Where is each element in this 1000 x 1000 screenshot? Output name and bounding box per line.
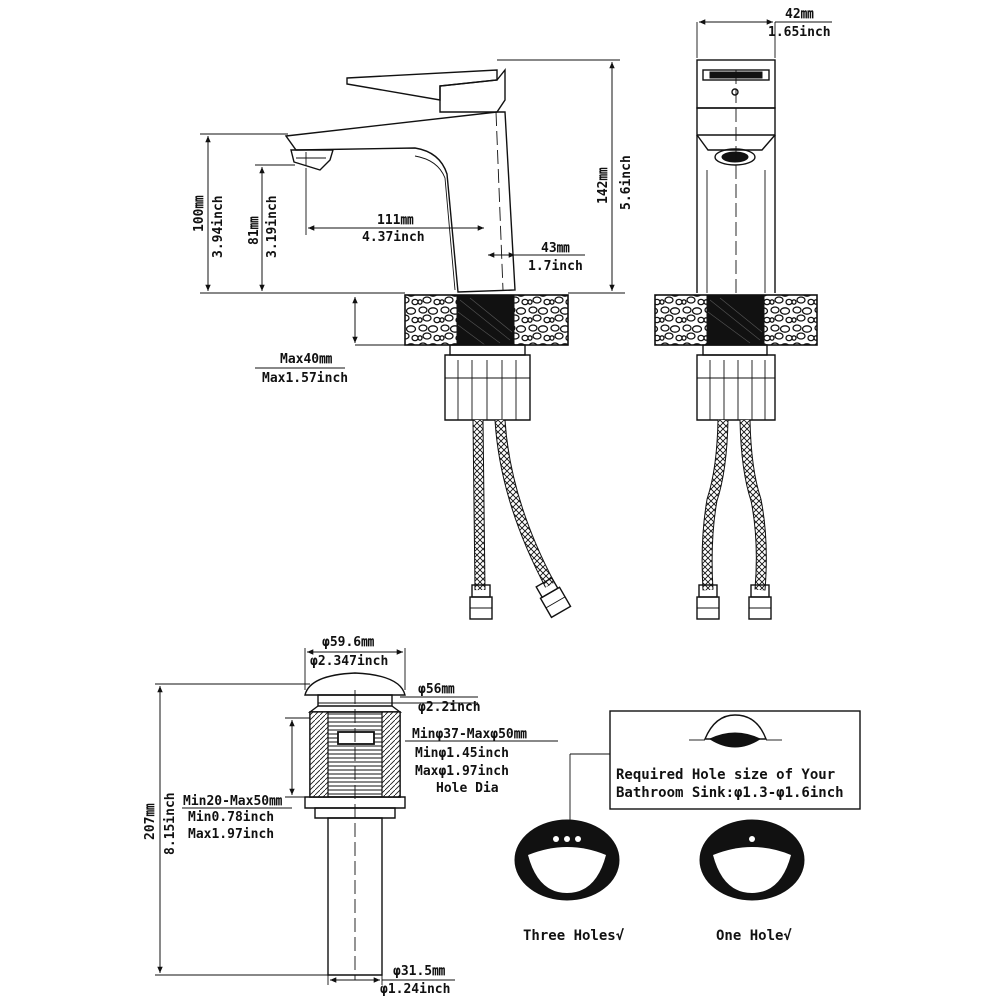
front-aerator xyxy=(714,148,756,166)
dim-flange-mm: φ56㎜ xyxy=(418,682,454,697)
lever-handle xyxy=(346,69,498,101)
dim-flange-inch: φ2.2inch xyxy=(418,700,481,715)
dim-spout-height-inch: 3.94inch xyxy=(211,195,226,258)
dim-base-inch: 1.7inch xyxy=(528,259,583,274)
dim-thickness-mm: Min20-Max50㎜ xyxy=(183,794,282,809)
drain-nut xyxy=(304,796,406,809)
hole-size-line1: Required Hole size of Your xyxy=(616,767,835,783)
dim-height-mm: 142㎜ xyxy=(596,168,611,204)
dim-base-mm: 43㎜ xyxy=(541,241,570,256)
dim-reach-inch: 4.37inch xyxy=(362,230,425,245)
front-mounting-nut xyxy=(696,354,776,421)
dim-total-inch: 8.15inch xyxy=(163,792,178,855)
dim-cap-mm: φ59.6㎜ xyxy=(322,635,374,650)
aerator xyxy=(290,149,334,171)
hole-size-line2: Bathroom Sink:φ1.3-φ1.6inch xyxy=(616,785,844,801)
supply-hose-right xyxy=(495,419,554,588)
faucet-side-view: 142㎜ 5.6inch 100㎜ 3.94inch 81㎜ 3.19inch … xyxy=(192,59,634,620)
dim-tail-mm: φ31.5㎜ xyxy=(393,964,445,979)
dim-outlet-height-mm: 81㎜ xyxy=(247,216,262,245)
dim-hole-max: Maxφ1.97inch xyxy=(415,764,509,779)
dim-hole-min: Minφ1.45inch xyxy=(415,746,509,761)
front-hose-left xyxy=(702,419,728,591)
faucet-front-view: 42㎜ 1.65inch xyxy=(654,7,832,620)
one-hole-label: One Hole√ xyxy=(716,928,792,944)
dim-width-inch: 1.65inch xyxy=(768,25,831,40)
dim-deck-max-mm: Max40㎜ xyxy=(280,352,332,367)
dim-thickness-max: Max1.97inch xyxy=(188,827,274,842)
hole-size-box xyxy=(609,710,861,810)
dim-cap-inch: φ2.347inch xyxy=(310,654,388,669)
dim-spout-height-mm: 100㎜ xyxy=(192,196,207,232)
dim-tail-inch: φ1.24inch xyxy=(380,982,450,997)
dim-width-mm: 42㎜ xyxy=(785,7,814,22)
sink-one-hole xyxy=(699,819,805,901)
mounting-nut xyxy=(444,354,531,421)
dim-total-mm: 207㎜ xyxy=(143,804,158,840)
three-holes-label: Three Holes√ xyxy=(523,928,625,944)
sink-hole-info: Required Hole size of Your Bathroom Sink… xyxy=(514,710,861,944)
dim-height-inch: 5.6inch xyxy=(619,155,634,210)
supply-hose-left xyxy=(473,419,485,591)
front-hose-right xyxy=(740,419,766,591)
popup-drain: φ59.6㎜ φ2.347inch φ56㎜ φ2.2inch Minφ37-M… xyxy=(143,635,558,997)
dim-outlet-height-inch: 3.19inch xyxy=(265,195,280,258)
sink-three-holes xyxy=(514,819,620,901)
dim-hole-mm: Minφ37-Maxφ50㎜ xyxy=(412,727,527,742)
drain-cap xyxy=(304,672,406,696)
faucet-body xyxy=(284,111,516,293)
hose-fitting-right xyxy=(535,576,572,619)
drain-tailpiece xyxy=(327,817,383,976)
dim-reach-mm: 111㎜ xyxy=(377,213,413,228)
dim-deck-max-inch: Max1.57inch xyxy=(262,371,348,386)
dim-hole-dia: Hole Dia xyxy=(436,781,499,796)
hole-shape-icon xyxy=(703,714,768,740)
dim-thickness-min: Min0.78inch xyxy=(188,810,274,825)
mounting-hole xyxy=(456,294,515,346)
